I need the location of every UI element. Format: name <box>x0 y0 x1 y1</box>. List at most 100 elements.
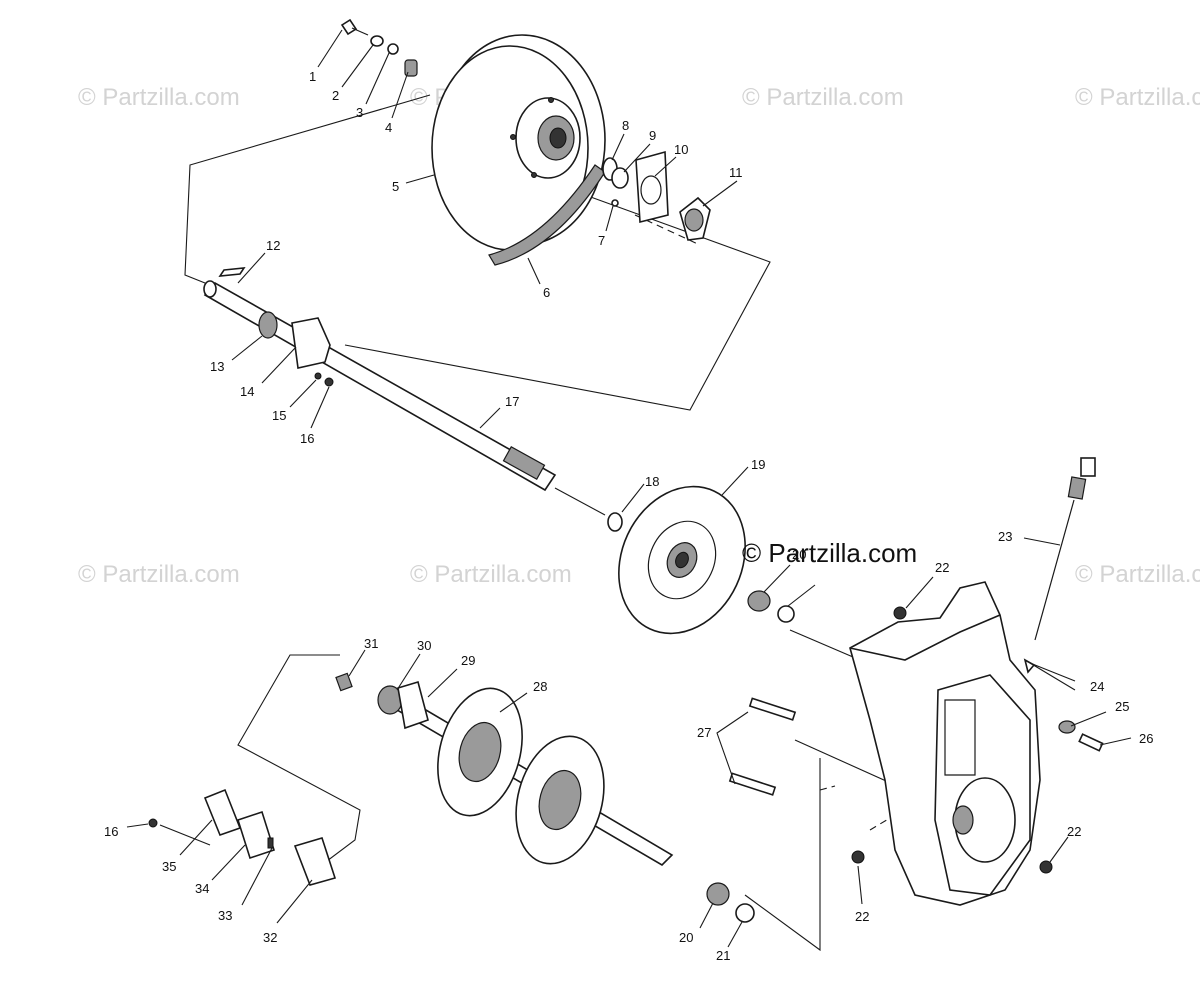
callout-2: 2 <box>332 88 339 103</box>
o-ring <box>735 903 755 923</box>
guide-line <box>819 785 836 791</box>
callout-11: 11 <box>729 165 743 180</box>
leader-line <box>1070 711 1107 727</box>
shaft-bore <box>549 127 567 149</box>
leader-line <box>405 174 435 184</box>
leader-line <box>1099 737 1132 746</box>
callout-27: 27 <box>697 725 711 740</box>
callout-9: 9 <box>649 128 656 143</box>
leader-line <box>611 133 625 161</box>
washer <box>370 35 384 47</box>
bearing-retainer-set <box>602 150 711 241</box>
callout-20: 20 <box>792 547 806 562</box>
callout-33: 33 <box>218 908 232 923</box>
fasteners-24-26 <box>1023 658 1104 752</box>
callout-16: 16 <box>104 824 118 839</box>
shaft-bearing <box>258 311 278 339</box>
nut-22 <box>851 850 865 864</box>
key-plate <box>218 267 246 277</box>
clip <box>1023 658 1036 674</box>
watermark-text: © Partzilla.com <box>1075 561 1200 588</box>
grease-fitting <box>335 672 353 692</box>
callout-19: 19 <box>751 457 765 472</box>
bolt-hole <box>548 97 554 103</box>
leader-line <box>179 819 213 856</box>
leader-line <box>654 156 677 177</box>
callout-7: 7 <box>598 233 605 248</box>
leader-line <box>241 847 273 906</box>
callout-14: 14 <box>240 384 254 399</box>
callout-4: 4 <box>385 120 392 135</box>
dipstick-rod <box>1034 499 1075 641</box>
screw-head <box>611 199 619 207</box>
washer <box>387 43 399 55</box>
bolt-head-icon <box>340 18 358 36</box>
spacer <box>404 59 418 77</box>
leader-line <box>310 386 330 429</box>
callout-22: 22 <box>935 560 949 575</box>
callout-13: 13 <box>210 359 224 374</box>
leader-line <box>237 252 266 284</box>
callout-22: 22 <box>855 909 869 924</box>
leader-line <box>126 823 149 828</box>
leader-line <box>1049 836 1069 863</box>
bolt-hole <box>531 172 537 178</box>
callout-18: 18 <box>645 474 659 489</box>
leader-line <box>341 44 374 88</box>
leader-line <box>787 584 816 607</box>
callout-12: 12 <box>266 238 280 253</box>
snap-ring-18 <box>607 512 623 532</box>
seal-set-20-21-bottom <box>706 882 755 923</box>
cover-center <box>684 208 704 232</box>
watermark-text: © Partzilla.com <box>1075 84 1200 111</box>
callout-30: 30 <box>417 638 431 653</box>
dipstick-thread <box>1067 476 1087 500</box>
guide-line <box>184 94 431 286</box>
callout-16: 16 <box>300 431 314 446</box>
callout-35: 35 <box>162 859 176 874</box>
leader-line <box>857 865 863 905</box>
guide-line <box>744 758 821 952</box>
callout-32: 32 <box>263 930 277 945</box>
oil-seal <box>706 882 730 906</box>
nut <box>148 818 158 828</box>
callout-24: 24 <box>1090 679 1104 694</box>
callout-26: 26 <box>1139 731 1153 746</box>
bearing-flange <box>397 680 429 730</box>
leader-line <box>365 52 390 105</box>
callout-20: 20 <box>679 930 693 945</box>
lock-washer <box>314 372 322 380</box>
long-bolt <box>728 772 777 796</box>
callout-21: 21 <box>716 948 730 963</box>
nut <box>324 377 334 387</box>
bearing-plate <box>293 837 337 886</box>
top-fasteners <box>340 18 418 77</box>
nut-22 <box>1039 860 1053 874</box>
leader-line <box>499 692 528 713</box>
long-bolt <box>748 697 797 721</box>
flange-plate <box>291 317 331 369</box>
callout-25: 25 <box>1115 699 1129 714</box>
watermark-prominent: © Partzilla.com <box>742 538 917 568</box>
leader-line <box>317 29 343 68</box>
callout-5: 5 <box>392 179 399 194</box>
bolt-hole <box>510 134 516 140</box>
callout-34: 34 <box>195 881 209 896</box>
leader-line <box>396 653 421 691</box>
drive-pulley <box>431 34 606 251</box>
watermark-text: © Partzilla.com <box>410 561 572 588</box>
guide-line <box>794 739 896 786</box>
callout-17: 17 <box>505 394 519 409</box>
leader-line <box>1023 537 1061 546</box>
disc-vent-ring <box>647 520 717 600</box>
callout-3: 3 <box>356 105 363 120</box>
callout-29: 29 <box>461 653 475 668</box>
flange-bore <box>640 175 662 205</box>
leader-line <box>348 649 366 677</box>
flange-plate <box>203 788 242 837</box>
leader-line <box>605 205 614 232</box>
callout-31: 31 <box>364 636 378 651</box>
splined-end <box>502 445 546 481</box>
sprocket-hub <box>538 769 582 831</box>
